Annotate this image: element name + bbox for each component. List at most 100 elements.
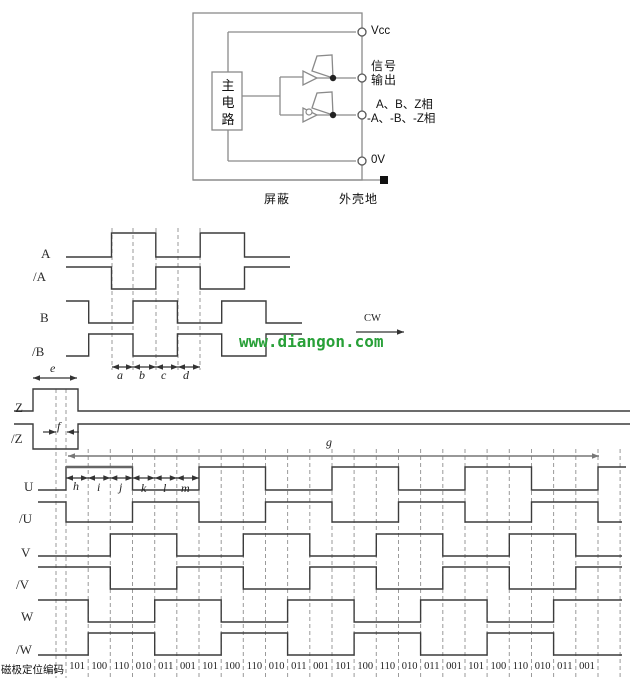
code-value: 100 bbox=[357, 661, 374, 672]
signal-label-inv-B: /B bbox=[32, 344, 45, 359]
interval-label-m: m bbox=[181, 481, 190, 495]
inverter-bubble bbox=[305, 108, 313, 116]
waveform-Z-inv bbox=[14, 423, 630, 450]
phases-neg-label: -A、-B、-Z相 bbox=[367, 113, 436, 125]
arrowhead bbox=[193, 364, 200, 370]
code-value: 011 bbox=[291, 661, 307, 672]
signal-label-W: W bbox=[21, 609, 34, 624]
arrowhead bbox=[81, 475, 88, 481]
shield-label: 屏蔽 bbox=[264, 192, 291, 206]
signal-label-inv-W: /W bbox=[16, 642, 32, 657]
arrowhead bbox=[192, 475, 199, 481]
code-value: 110 bbox=[246, 661, 263, 672]
code-value: 011 bbox=[424, 661, 440, 672]
driver-symbol bbox=[302, 69, 319, 87]
terminal-circle bbox=[357, 27, 367, 37]
code-value: 001 bbox=[446, 661, 462, 672]
waveform-W-inv bbox=[38, 632, 622, 656]
waveform-V bbox=[38, 533, 622, 557]
driver-symbol bbox=[311, 54, 334, 79]
interval-label-a: a bbox=[117, 368, 123, 382]
waveform-V-inv bbox=[38, 566, 622, 590]
arrowhead bbox=[592, 453, 599, 459]
interval-label-h: h bbox=[73, 479, 79, 493]
main-circuit-label: 主电路 bbox=[221, 78, 235, 127]
code-value: 101 bbox=[468, 661, 485, 672]
arrowhead bbox=[112, 364, 119, 370]
case-ground-pad bbox=[380, 176, 388, 184]
watermark-text: www.diangon.com bbox=[239, 332, 384, 351]
code-value: 110 bbox=[379, 661, 396, 672]
code-value: 001 bbox=[579, 661, 595, 672]
terminal-circle bbox=[357, 156, 367, 166]
signal-label-Z: Z bbox=[15, 400, 23, 415]
arrowhead bbox=[88, 475, 95, 481]
code-value: 100 bbox=[490, 661, 507, 672]
interval-label-i: i bbox=[97, 480, 101, 494]
arrowhead bbox=[147, 475, 155, 481]
cw-direction-label: CW bbox=[364, 313, 381, 324]
code-value: 001 bbox=[180, 661, 196, 672]
waveform-A-inv bbox=[66, 266, 290, 290]
arrowhead bbox=[169, 475, 177, 481]
code-value: 010 bbox=[268, 661, 285, 672]
driver-symbol bbox=[311, 91, 334, 116]
signal-label-inv-Z: /Z bbox=[11, 431, 23, 446]
code-value: 011 bbox=[158, 661, 174, 672]
arrowhead bbox=[33, 375, 40, 381]
arrowhead bbox=[68, 453, 75, 459]
waveform-B-inv bbox=[66, 333, 302, 357]
arrowhead bbox=[171, 364, 178, 370]
code-value: 110 bbox=[512, 661, 529, 672]
waveform-B bbox=[66, 300, 302, 324]
arrowhead bbox=[397, 329, 404, 335]
arrowhead bbox=[178, 364, 185, 370]
arrowhead bbox=[70, 375, 77, 381]
arrowhead bbox=[132, 475, 140, 481]
signal-label-A: A bbox=[41, 246, 51, 261]
arrowhead bbox=[49, 429, 56, 435]
arrowhead bbox=[103, 475, 111, 481]
code-value: 101 bbox=[202, 661, 218, 672]
phases-label: A、B、Z相 bbox=[376, 99, 433, 111]
waveform-A bbox=[66, 232, 290, 258]
arrowhead bbox=[126, 364, 133, 370]
signal-label-B: B bbox=[40, 310, 49, 325]
junction-dot bbox=[329, 74, 337, 82]
arrowhead bbox=[133, 364, 140, 370]
signal-label-inv-A: /A bbox=[33, 269, 46, 284]
code-value: 100 bbox=[224, 661, 241, 672]
signal-label-inv-U: /U bbox=[19, 511, 32, 526]
code-row-label: 磁极定位编码 bbox=[1, 664, 64, 676]
signal-out-label-1: 信号 bbox=[371, 59, 398, 73]
interval-label-b: b bbox=[139, 368, 145, 382]
interval-label-e: e bbox=[50, 361, 56, 375]
code-value: 101 bbox=[69, 661, 85, 672]
junction-dot bbox=[329, 111, 337, 119]
arrowhead bbox=[149, 364, 156, 370]
interval-label-d: d bbox=[183, 368, 189, 382]
waveform-U-inv bbox=[38, 501, 622, 523]
waveform-W bbox=[38, 599, 622, 623]
zero-volt-label: 0V bbox=[371, 154, 386, 166]
case-ground-label: 外壳地 bbox=[339, 192, 379, 206]
code-value: 101 bbox=[335, 661, 351, 672]
arrowhead bbox=[125, 475, 133, 481]
arrowhead bbox=[67, 429, 74, 435]
interval-label-g: g bbox=[326, 435, 332, 449]
code-value: 010 bbox=[401, 661, 418, 672]
arrowhead bbox=[110, 475, 118, 481]
signal-label-U: U bbox=[24, 479, 34, 494]
circuit-box bbox=[192, 12, 363, 181]
vcc-label: Vcc bbox=[371, 25, 391, 37]
code-value: 010 bbox=[534, 661, 551, 672]
signal-out-label-2: 输出 bbox=[371, 73, 398, 87]
code-value: 001 bbox=[313, 661, 329, 672]
interval-label-f: f bbox=[57, 419, 61, 433]
waveform-U bbox=[38, 466, 626, 491]
interval-label-c: c bbox=[161, 368, 167, 382]
circuit-box bbox=[211, 71, 243, 131]
signal-label-V: V bbox=[21, 545, 31, 560]
